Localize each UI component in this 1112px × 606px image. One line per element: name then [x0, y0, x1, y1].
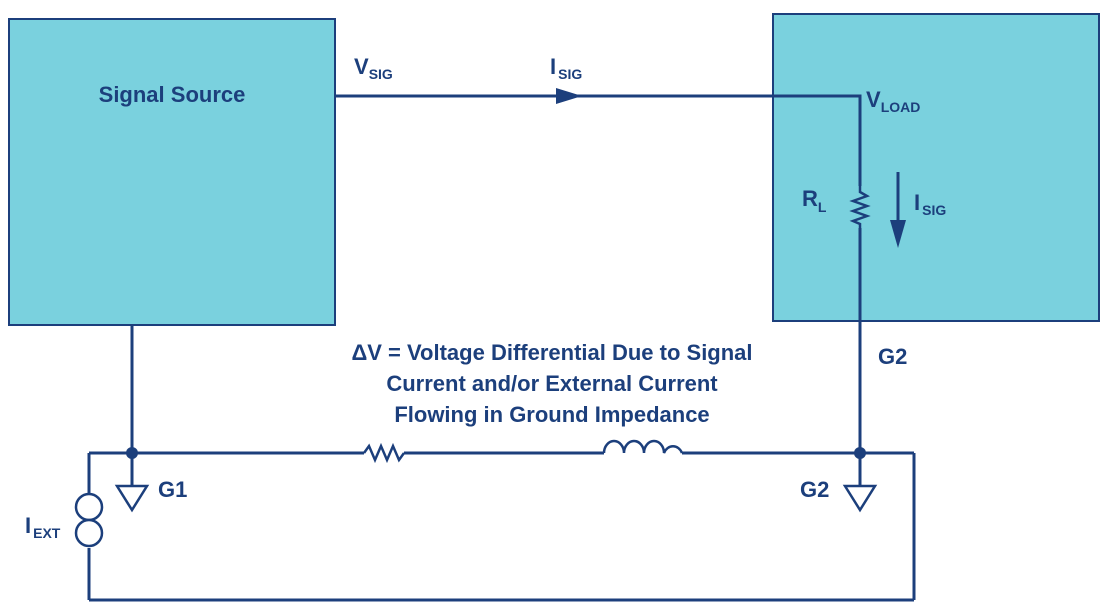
ground-g2-icon: [842, 484, 878, 513]
rl-label: RL: [802, 186, 827, 215]
note-line-3: Flowing in Ground Impedance: [394, 402, 709, 427]
ground-inductor-icon: [602, 439, 684, 454]
ground-resistor-icon: [362, 442, 406, 464]
vload-label: VLOAD: [866, 87, 920, 115]
load-resistor-icon: [849, 186, 871, 228]
signal-source-title: Signal Source: [99, 82, 246, 107]
current-source-icon: [74, 492, 104, 548]
signal-source-box: [8, 18, 336, 326]
vsig-label: VSIG: [354, 54, 393, 82]
g2-upper-label: G2: [878, 344, 907, 369]
note-line-2: Current and/or External Current: [386, 371, 718, 396]
load-current-arrow-head: [890, 220, 906, 248]
g1-label: G1: [158, 477, 187, 502]
g2-lower-label: G2: [800, 477, 829, 502]
ground-g1-icon: [114, 484, 150, 513]
note-line-1: ΔV = Voltage Differential Due to Signal: [351, 340, 752, 365]
signal-line: [335, 94, 862, 186]
signal-current-arrow: [556, 88, 582, 104]
load-box: [772, 13, 1100, 322]
